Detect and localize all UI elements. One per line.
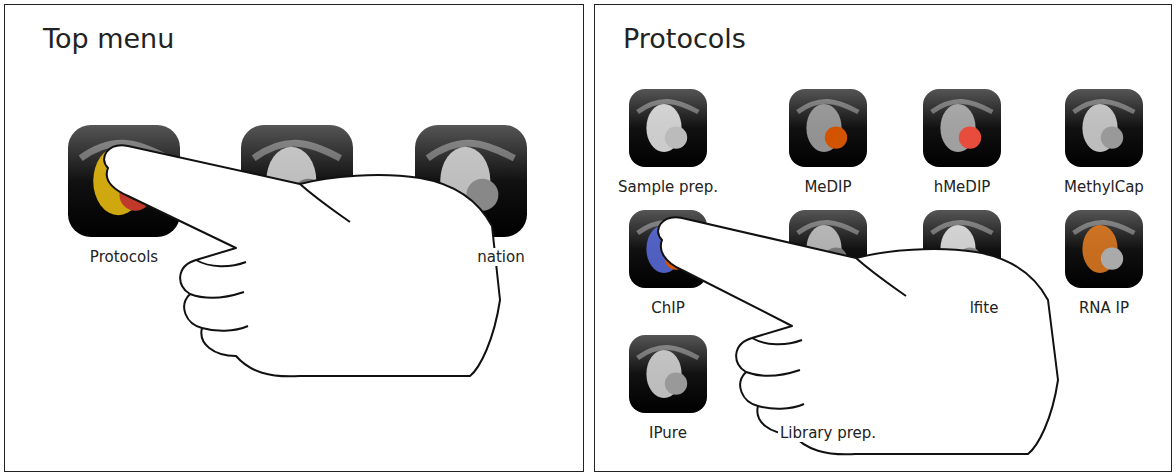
app-icon bbox=[628, 209, 708, 289]
menu-icon: MethylCap bbox=[1064, 88, 1144, 168]
icon-label: Sample prep. bbox=[616, 178, 720, 196]
icon-label: ChIP bbox=[649, 299, 686, 317]
menu-icon: hMeDIP bbox=[922, 88, 1002, 168]
screen-panel: ProtocolsSample prep. MeDIP hMeDIP MethylCa… bbox=[594, 4, 1172, 472]
menu-icon: lfite bbox=[922, 209, 1002, 289]
app-icon bbox=[1064, 209, 1144, 289]
app-icon bbox=[628, 88, 708, 168]
app-icon bbox=[788, 209, 868, 289]
menu-icon: Sample prep. bbox=[628, 88, 708, 168]
app-icon bbox=[240, 124, 354, 238]
icon-label: nation bbox=[475, 248, 526, 266]
icon-label: lfite bbox=[968, 299, 1001, 317]
icon-label: RNA IP bbox=[1077, 299, 1131, 317]
app-icon bbox=[922, 209, 1002, 289]
icon-label: Library prep. bbox=[778, 424, 878, 442]
icon-label: Protocols bbox=[88, 248, 160, 266]
menu-icon: Protocols bbox=[67, 124, 181, 238]
app-icon bbox=[788, 334, 868, 414]
screen-panel: Top menuProtocols nation bbox=[4, 4, 584, 472]
app-icon bbox=[922, 88, 1002, 168]
screen-title: Protocols bbox=[621, 23, 748, 54]
icon-label: MeDIP bbox=[802, 178, 853, 196]
menu-icon bbox=[788, 209, 868, 289]
menu-icon: RNA IP bbox=[1064, 209, 1144, 289]
menu-icon: nation bbox=[414, 124, 528, 238]
app-icon bbox=[67, 124, 181, 238]
screen-title: Top menu bbox=[41, 23, 176, 54]
app-icon bbox=[628, 334, 708, 414]
menu-icon: IPure bbox=[628, 334, 708, 414]
menu-icon bbox=[240, 124, 354, 238]
icon-label: hMeDIP bbox=[932, 178, 993, 196]
icon-label: MethylCap bbox=[1062, 178, 1146, 196]
app-icon bbox=[1064, 88, 1144, 168]
menu-icon: ChIP bbox=[628, 209, 708, 289]
app-icon bbox=[414, 124, 528, 238]
menu-icon: Library prep. bbox=[788, 334, 868, 414]
icon-label: IPure bbox=[647, 424, 689, 442]
app-icon bbox=[788, 88, 868, 168]
menu-icon: MeDIP bbox=[788, 88, 868, 168]
